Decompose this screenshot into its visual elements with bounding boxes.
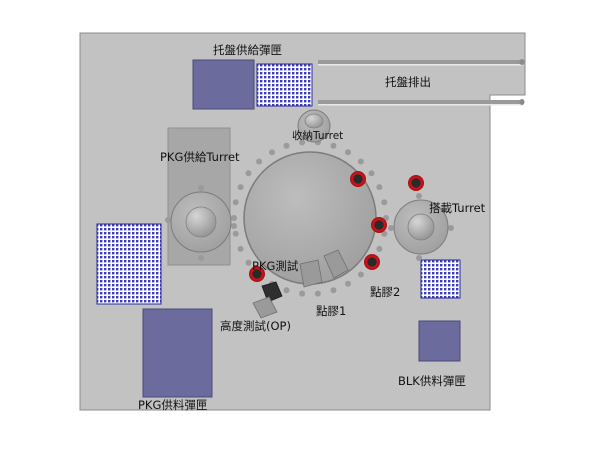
label-tray-discharge: 托盤排出 bbox=[385, 75, 431, 89]
label-tray-supply-magazine: 托盤供給彈匣 bbox=[213, 43, 282, 57]
pkg-supply-turret bbox=[165, 185, 237, 261]
tray-discharge-rails bbox=[318, 59, 525, 106]
tray-supply-grid bbox=[256, 63, 313, 107]
label-pkg-test: PKG測試 bbox=[252, 259, 299, 273]
turret-pin bbox=[232, 230, 239, 237]
ring-top bbox=[350, 171, 366, 187]
turret-pin bbox=[330, 287, 337, 294]
red-ring-stations bbox=[249, 171, 424, 282]
label-dispense-2: 點膠2 bbox=[370, 285, 400, 299]
height-test-station bbox=[252, 281, 283, 319]
turret-pin bbox=[231, 215, 237, 221]
turret-pin bbox=[237, 184, 244, 191]
turret-pin bbox=[368, 170, 375, 177]
turret-pin bbox=[283, 287, 290, 294]
turret-pin bbox=[345, 149, 351, 156]
ring-right bbox=[371, 217, 387, 233]
turret-pin bbox=[345, 280, 351, 287]
ring-mount bbox=[408, 175, 424, 191]
turret-pin bbox=[245, 259, 252, 266]
pkg-grid-tray bbox=[96, 223, 162, 305]
label-storage-turret: 收納Turret bbox=[292, 129, 343, 142]
turret-pin bbox=[357, 271, 364, 278]
turret-pin bbox=[299, 290, 306, 297]
turret-pin bbox=[330, 142, 337, 149]
label-dispense-1: 點膠1 bbox=[316, 304, 346, 318]
turret-pin bbox=[232, 199, 239, 206]
turret-pin bbox=[314, 290, 321, 297]
turret-pin bbox=[256, 158, 263, 165]
turret-pin bbox=[269, 149, 275, 156]
blk-grid-tray bbox=[420, 259, 461, 299]
turret-pin bbox=[237, 245, 244, 252]
label-pkg-supply-magazine: PKG供料彈匣 bbox=[138, 398, 207, 412]
pkg-supply-magazine bbox=[142, 308, 213, 398]
mount-turret bbox=[388, 193, 454, 261]
tray-supply-magazine bbox=[192, 59, 255, 110]
ring-dispense-2 bbox=[364, 254, 380, 270]
turret-pin bbox=[381, 230, 388, 237]
label-blk-supply-magazine: BLK供料彈匣 bbox=[398, 374, 466, 388]
turret-pin bbox=[357, 158, 364, 165]
turret-pin bbox=[376, 184, 383, 191]
turret-pin bbox=[299, 139, 306, 146]
ring-pkg-test bbox=[249, 266, 265, 282]
turret-pin bbox=[376, 245, 383, 252]
label-mount-turret: 搭載Turret bbox=[429, 201, 486, 215]
turret-pin bbox=[283, 142, 290, 149]
blk-supply-magazine bbox=[418, 320, 461, 362]
label-pkg-supply-turret: PKG供給Turret bbox=[160, 150, 240, 164]
turret-pin bbox=[245, 170, 252, 177]
turret-pin bbox=[381, 199, 388, 206]
dispense-1-station bbox=[299, 249, 349, 288]
storage-turret bbox=[297, 109, 331, 143]
label-height-test: 高度測試(OP) bbox=[220, 319, 291, 333]
